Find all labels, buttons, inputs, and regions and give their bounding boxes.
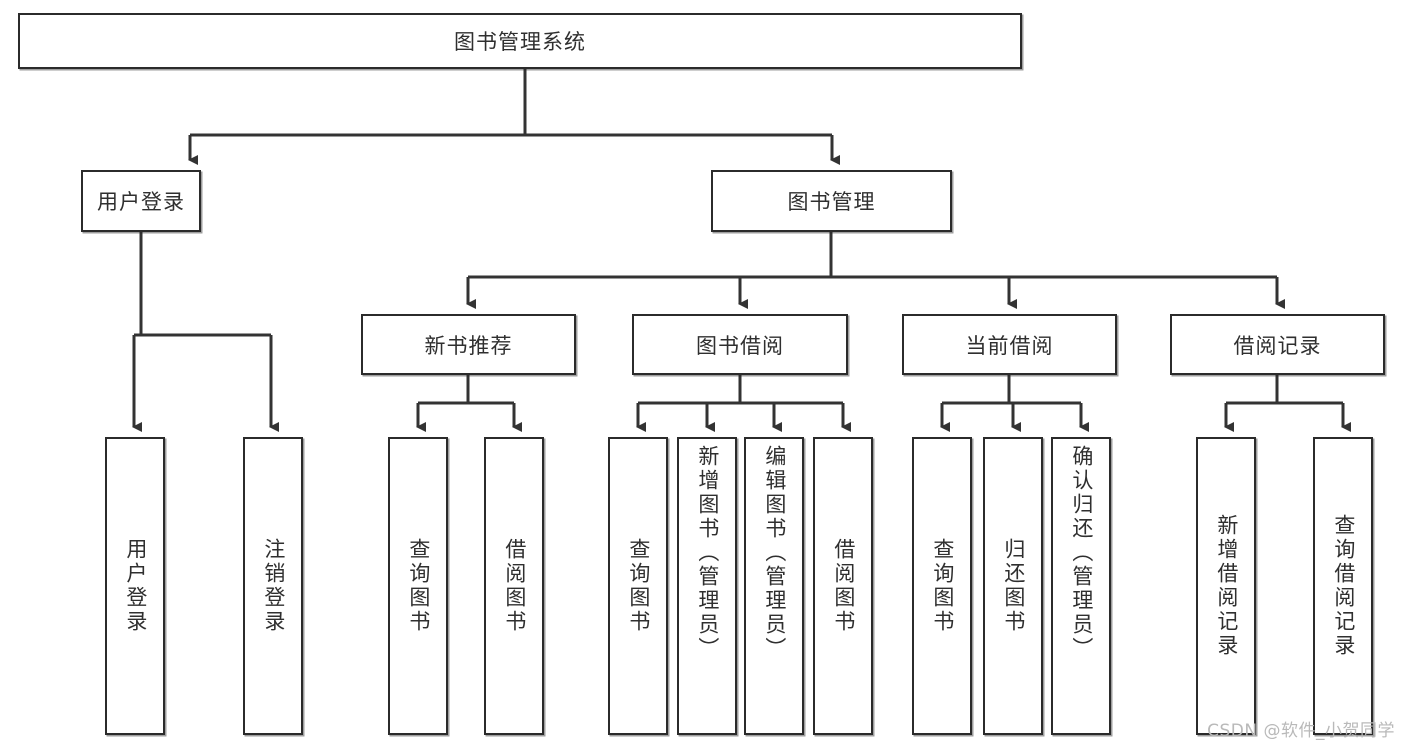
- leaf-confirm-return-admin[interactable]: 确认归还（管理员）: [1051, 437, 1111, 735]
- node-book-borrow[interactable]: 图书借阅: [632, 314, 848, 375]
- leaf-edit-book-admin[interactable]: 编辑图书（管理员）: [744, 437, 804, 735]
- leaf-return-book[interactable]: 归还图书: [983, 437, 1043, 735]
- node-book-management[interactable]: 图书管理: [711, 170, 952, 232]
- csdn-watermark: CSDN @软件_小贺同学: [1207, 721, 1395, 741]
- leaf-query-book-borrow[interactable]: 查询图书: [608, 437, 668, 735]
- node-user-login[interactable]: 用户登录: [81, 170, 201, 232]
- leaf-user-login[interactable]: 用户登录: [105, 437, 165, 735]
- leaf-add-borrow-record[interactable]: 新增借阅记录: [1196, 437, 1256, 735]
- leaf-borrow-book[interactable]: 借阅图书: [813, 437, 873, 735]
- leaf-add-book-admin[interactable]: 新增图书（管理员）: [677, 437, 737, 735]
- node-borrow-history[interactable]: 借阅记录: [1170, 314, 1385, 375]
- node-root-system[interactable]: 图书管理系统: [18, 13, 1022, 69]
- node-current-borrow[interactable]: 当前借阅: [902, 314, 1117, 375]
- leaf-query-book-current[interactable]: 查询图书: [912, 437, 972, 735]
- leaf-logout[interactable]: 注销登录: [243, 437, 303, 735]
- leaf-query-book-recommend[interactable]: 查询图书: [388, 437, 448, 735]
- leaf-query-borrow-record[interactable]: 查询借阅记录: [1313, 437, 1373, 735]
- node-new-book-recommend[interactable]: 新书推荐: [361, 314, 576, 375]
- leaf-borrow-book-recommend[interactable]: 借阅图书: [484, 437, 544, 735]
